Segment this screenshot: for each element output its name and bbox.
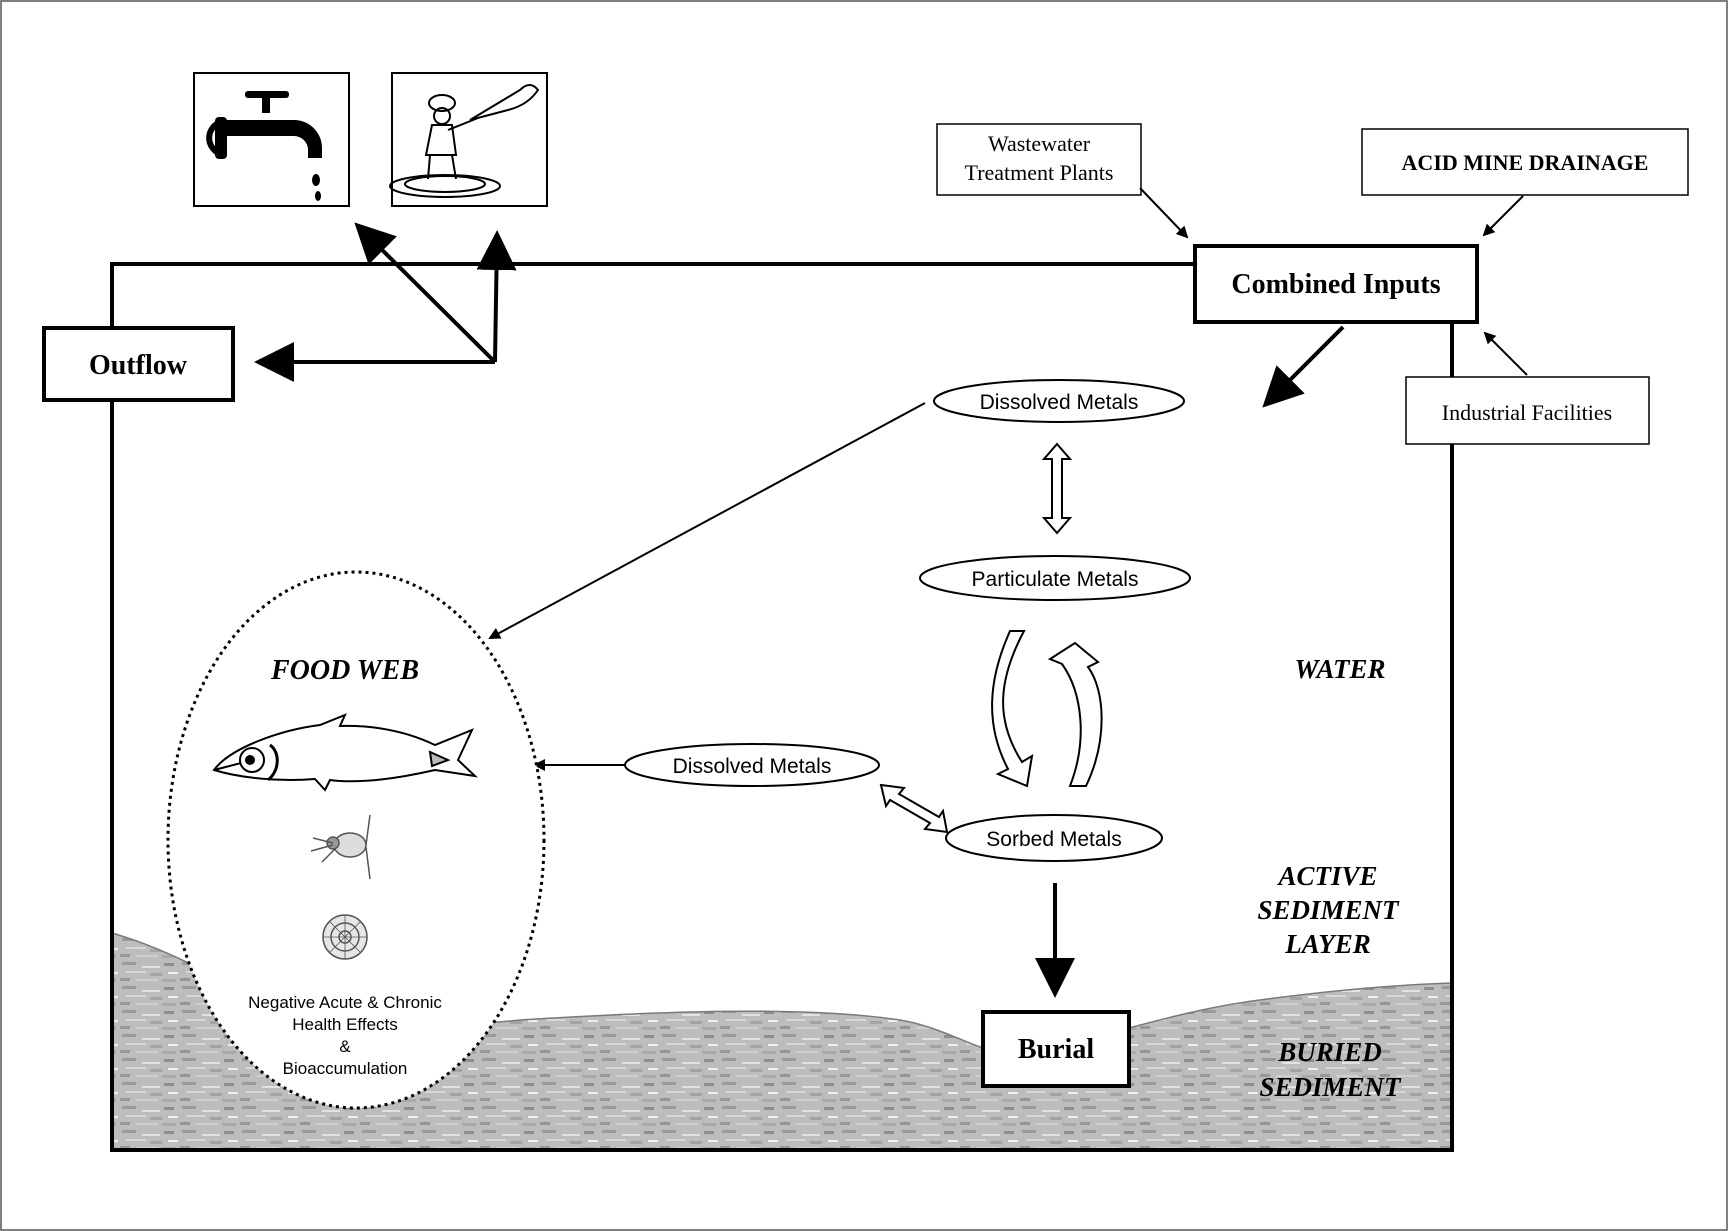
food-web-title: FOOD WEB [270, 655, 419, 686]
sediment-layer [112, 933, 1452, 1150]
resuspension-arrow [1047, 641, 1103, 787]
dissolved-metals-top-label: Dissolved Metals [980, 391, 1139, 414]
wastewater-arrow [1139, 187, 1189, 239]
dissolved-particulate-exchange-arrow [1041, 442, 1073, 535]
zooplankton-icon [310, 814, 371, 880]
outflow-arrows [254, 222, 517, 382]
wastewater-label-line1: Wastewater [988, 131, 1091, 156]
dissolved-to-foodweb-arrow [488, 402, 926, 639]
effects-line1: Negative Acute & Chronic [248, 993, 442, 1012]
industrial-source-box: Industrial Facilities [1405, 376, 1650, 445]
fishing-icon-box [389, 72, 548, 207]
zone-buried-line1: BURIED [1277, 1037, 1382, 1067]
combined-inputs-arrow [1262, 325, 1345, 408]
zone-buried-line2: SEDIMENT [1259, 1072, 1402, 1102]
zone-active-line1: ACTIVE [1276, 861, 1377, 891]
zone-active-line3: LAYER [1284, 929, 1371, 959]
food-web-group: FOOD WEB Negative Acute & Chronic Health… [166, 570, 546, 1110]
effects-line3: & [339, 1037, 351, 1056]
zone-water-label: WATER [1294, 654, 1385, 684]
drinking-water-icon-box [193, 72, 350, 207]
acid-mine-arrow [1482, 195, 1524, 237]
acid-mine-source-box: ACID MINE DRAINAGE [1361, 128, 1689, 196]
wastewater-label-line2: Treatment Plants [965, 160, 1114, 185]
outflow-label: Outflow [89, 350, 188, 381]
dissolved-metals-top-node: Dissolved Metals [933, 379, 1185, 423]
industrial-label: Industrial Facilities [1442, 400, 1612, 425]
dissolved-metals-mid-label: Dissolved Metals [673, 755, 832, 778]
particulate-metals-node: Particulate Metals [919, 555, 1191, 601]
water-tap-icon [206, 91, 322, 201]
acid-mine-label: ACID MINE DRAINAGE [1402, 150, 1649, 175]
combined-inputs-label: Combined Inputs [1231, 269, 1440, 300]
sorbed-metals-label: Sorbed Metals [986, 828, 1121, 851]
effects-line4: Bioaccumulation [283, 1059, 408, 1078]
dissolved-sorbed-exchange-arrow [879, 783, 949, 834]
industrial-arrow [1483, 331, 1528, 376]
wastewater-source-box: Wastewater Treatment Plants [936, 123, 1142, 196]
dissolved-metals-mid-node: Dissolved Metals [624, 743, 880, 787]
outflow-box: Outflow [42, 326, 235, 402]
settling-arrow [991, 630, 1034, 788]
combined-inputs-box: Combined Inputs [1193, 244, 1479, 324]
burial-label: Burial [1018, 1034, 1094, 1065]
particulate-metals-label: Particulate Metals [972, 568, 1139, 591]
burial-box: Burial [981, 1010, 1131, 1088]
sorbed-metals-node: Sorbed Metals [945, 814, 1163, 862]
effects-line2: Health Effects [292, 1015, 398, 1034]
fish-icon [212, 713, 479, 792]
diatom-icon [322, 914, 368, 960]
zone-active-line2: SEDIMENT [1257, 895, 1400, 925]
fisherman-icon [389, 84, 540, 198]
